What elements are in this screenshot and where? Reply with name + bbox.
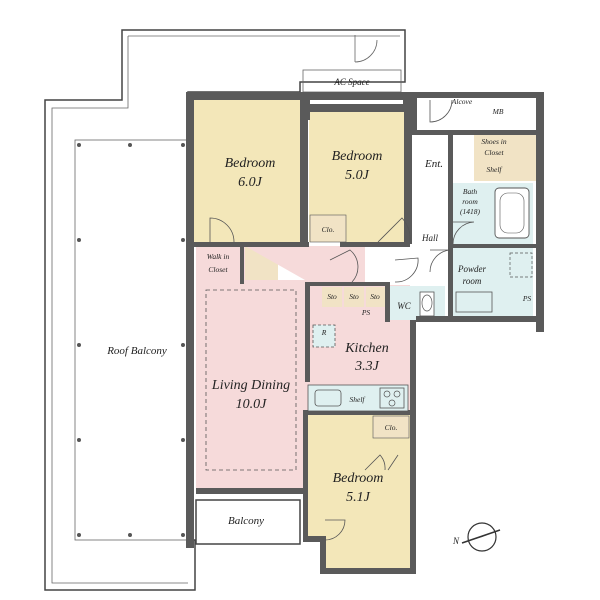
- walk-in-label-1: Walk in: [207, 252, 230, 261]
- kitchen-name: Kitchen: [344, 341, 389, 356]
- powder-fixtures: [455, 252, 533, 313]
- bedroom-c-size: 5.1J: [346, 490, 371, 505]
- bedroom-a-name: Bedroom: [225, 156, 276, 171]
- living-name: Living Dining: [211, 378, 290, 393]
- bedroom-c-name: Bedroom: [333, 471, 384, 486]
- kitchen-size: 3.3J: [354, 359, 380, 374]
- bathroom-label-2: room: [462, 197, 478, 206]
- sto-label-3: Sto: [370, 292, 380, 301]
- hall-label: Hall: [421, 233, 439, 243]
- walk-in-label-2: Closet: [208, 265, 228, 274]
- living-fill: [196, 246, 410, 490]
- sto-fill-2: [344, 287, 364, 307]
- shoes-closet-label-2: Closet: [484, 148, 504, 157]
- bedroom-b-closet-label: Clo.: [322, 225, 335, 234]
- toilet: [419, 291, 435, 317]
- refrigerator: [312, 324, 336, 348]
- balcony: [195, 499, 301, 545]
- shoes-closet-fill: [474, 133, 538, 181]
- bedroom-b-name: Bedroom: [332, 149, 383, 164]
- bedroom-c-fill: [305, 413, 410, 570]
- sto-fill-1: [322, 287, 342, 307]
- compass-icon: [461, 522, 501, 552]
- wc-label: WC: [397, 301, 411, 311]
- sto-fill-3: [366, 287, 386, 307]
- compass-label: N: [452, 536, 460, 546]
- sto-label-1: Sto: [327, 292, 337, 301]
- shoes-closet-label-1: Shoes in: [481, 137, 506, 146]
- alcove-label: Alcove: [451, 97, 473, 106]
- bathtub: [494, 187, 530, 239]
- kitchen-shelf-label: Shelf: [350, 395, 366, 404]
- bedroom-a-size: 6.0J: [238, 175, 263, 190]
- mb-label: MB: [492, 107, 504, 116]
- powder-room-fill: [453, 248, 533, 316]
- living-size: 10.0J: [236, 397, 268, 412]
- bathroom-label-3: (1418): [460, 207, 480, 216]
- powder-label-1: Powder: [457, 264, 486, 274]
- roof-balcony-label: Roof Balcony: [106, 345, 167, 357]
- shoes-shelf-label: Shelf: [487, 165, 503, 174]
- bedroom-b-size: 5.0J: [345, 168, 370, 183]
- walls: [186, 92, 544, 574]
- bedroom-c-closet: [372, 415, 410, 439]
- wc-fill: [390, 286, 445, 320]
- sto-label-2: Sto: [349, 292, 359, 301]
- powder-label-2: room: [463, 276, 482, 286]
- bedroom-b-closet: [309, 214, 347, 243]
- ps-label-1: PS: [361, 308, 371, 317]
- refrigerator-label: R: [321, 328, 327, 337]
- ent-label: Ent.: [424, 158, 443, 170]
- bedroom-c-closet-label: Clo.: [385, 423, 398, 432]
- ac-space-label: AC Space: [333, 77, 369, 87]
- ps-label-2: PS: [522, 294, 532, 303]
- balcony-label: Balcony: [228, 515, 264, 527]
- living-upper-fill: [245, 246, 365, 285]
- bathroom-label-1: Bath: [463, 187, 477, 196]
- kitchen-counter: [307, 384, 409, 412]
- living-rug: [205, 289, 297, 471]
- doors: [209, 99, 475, 541]
